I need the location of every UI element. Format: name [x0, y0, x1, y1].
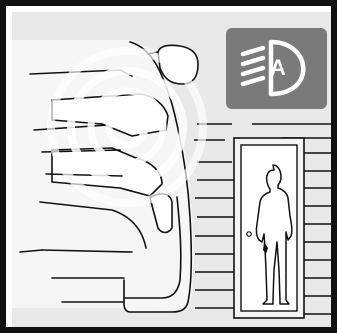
badge-letter: A	[270, 55, 286, 80]
auto-high-beam-icon: A	[226, 28, 327, 109]
auto-high-beam-illustration: A	[12, 12, 337, 333]
